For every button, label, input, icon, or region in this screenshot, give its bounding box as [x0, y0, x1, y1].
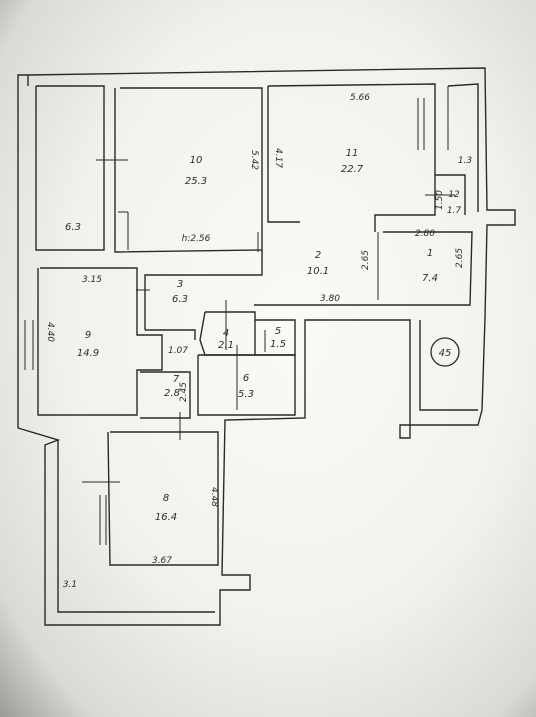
dimension-label: 2.65: [361, 250, 371, 270]
room-number: 6: [243, 373, 249, 384]
room-number: 8: [163, 493, 169, 504]
dimension-label: 4.17: [273, 148, 283, 168]
room-11-label: 11 22.7: [341, 148, 364, 175]
room-1-label: 1 7.4: [422, 248, 438, 284]
area-label-lower-corridor: 3.1: [63, 580, 77, 590]
dimension-label: 5.66: [350, 93, 370, 103]
marker-label: 45: [439, 348, 452, 359]
dimension-label: 1.50: [435, 190, 445, 210]
room-3-label: 3 6.3: [172, 279, 188, 305]
room-area: 5.3: [238, 389, 254, 400]
dimension-label: 5.42: [249, 150, 259, 170]
room-number: 11: [346, 148, 359, 159]
walls: [17, 67, 516, 626]
room-number: 3: [177, 279, 183, 290]
dimension-label: 1.07: [168, 346, 188, 356]
room-area: 6.3: [172, 294, 188, 305]
room-area: 7.4: [422, 273, 438, 284]
area-label-side-column: 1.3: [458, 156, 473, 166]
dimension-label: 2.45: [179, 382, 189, 402]
room-12-label: 12 1.7: [447, 190, 462, 216]
dimension-label: 2.65: [455, 248, 465, 268]
room-area: 1.5: [270, 339, 286, 350]
room-area: 10.1: [307, 266, 329, 277]
room-number: 4: [223, 328, 229, 339]
room-area: 2.8: [164, 388, 180, 399]
dimension-label: 2.80: [415, 229, 435, 239]
room-6-label: 6 5.3: [238, 373, 254, 400]
room-area: 1.7: [447, 206, 462, 216]
room-number: 9: [85, 330, 91, 341]
room-number: 1: [427, 248, 433, 259]
dimension-label: 3.15: [82, 275, 102, 285]
dimension-label: h:2.56: [182, 234, 211, 244]
room-7-label: 7 2.8: [164, 374, 180, 399]
room-8-label: 8 16.4: [155, 493, 177, 523]
room-9-label: 9 14.9: [77, 330, 99, 359]
room-number: 5: [275, 326, 281, 337]
dimension-label: 4.40: [45, 322, 55, 342]
marker-circle: [430, 337, 460, 367]
dimension-label: 4.48: [209, 487, 219, 507]
area-label-left-room: 6.3: [65, 222, 81, 233]
room-10-label: 10 25.3: [185, 155, 207, 187]
room-number: 12: [448, 190, 460, 200]
room-area: 22.7: [341, 164, 364, 175]
dimension-label: 3.67: [152, 556, 172, 566]
dimension-label: 3.80: [320, 294, 340, 304]
room-4-label: 4 2.1: [218, 328, 234, 351]
room-number: 10: [190, 155, 203, 166]
room-5-label: 5 1.5: [270, 326, 286, 350]
room-area: 14.9: [77, 348, 99, 359]
room-area: 16.4: [155, 512, 177, 523]
room-area: 2.1: [218, 340, 234, 351]
room-number: 2: [315, 250, 321, 261]
room-2-label: 2 10.1: [307, 250, 329, 277]
room-number: 7: [173, 374, 180, 385]
room-area: 25.3: [185, 176, 207, 187]
